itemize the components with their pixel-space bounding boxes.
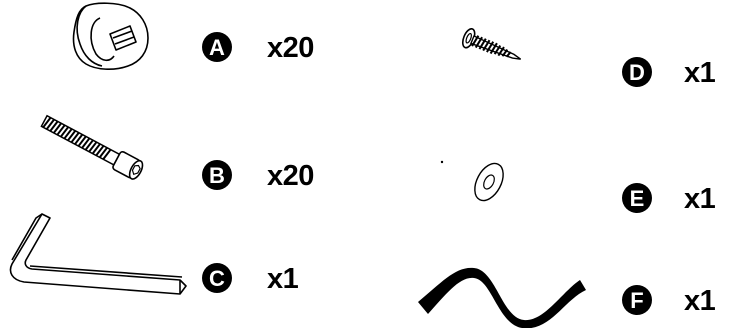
washer-icon	[440, 160, 504, 202]
part-letter-badge: F	[622, 285, 652, 315]
part-letter-badge: A	[202, 32, 232, 62]
screw-icon	[461, 28, 522, 60]
part-letter-badge: D	[622, 57, 652, 87]
part-quantity: x1	[684, 183, 716, 215]
part-letter-badge: B	[202, 160, 232, 190]
strap-icon	[418, 267, 586, 328]
part-quantity: x1	[684, 57, 716, 89]
cam-lock-icon	[72, 2, 149, 70]
part-quantity: x20	[267, 160, 314, 192]
part-quantity: x1	[684, 285, 716, 317]
part-quantity: x20	[267, 32, 314, 64]
part-quantity: x1	[267, 263, 299, 295]
allen-key-icon	[9, 213, 187, 295]
part-letter-badge: C	[202, 263, 232, 293]
part-letter-badge: E	[622, 183, 652, 213]
bolt-icon	[40, 114, 144, 180]
